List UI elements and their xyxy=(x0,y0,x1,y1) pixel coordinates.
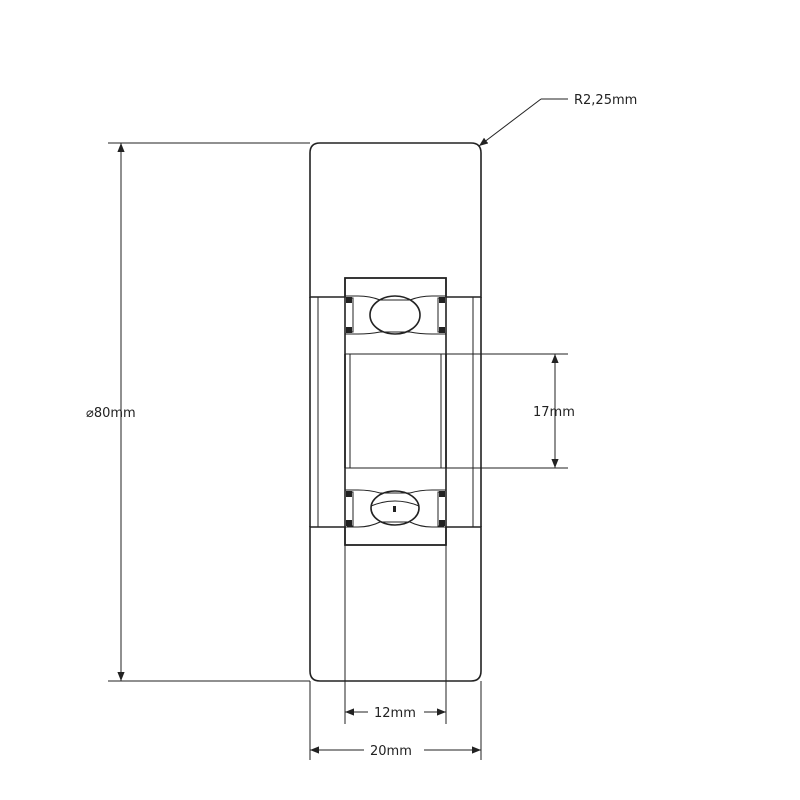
bearing-upper-left-seal xyxy=(347,297,354,333)
inner-width-dimension: 12mm xyxy=(344,545,447,724)
outer-width-label: 20mm xyxy=(370,744,412,759)
diameter-dimension: ⌀80mm xyxy=(86,142,310,682)
diameter-label: ⌀80mm xyxy=(86,406,136,421)
bearing-lower-ball-dot xyxy=(393,506,396,512)
bearing-upper-inner-ring xyxy=(344,331,447,355)
roller-tyre xyxy=(309,142,482,682)
bore-dimension: 17mm xyxy=(446,353,575,469)
radius-dimension: R2,25mm xyxy=(478,93,637,147)
bearing-outline xyxy=(344,277,447,546)
tyre-upper-section xyxy=(309,142,482,298)
tyre-lower-section xyxy=(309,526,482,682)
ball-bearing xyxy=(344,277,447,546)
radius-label: R2,25mm xyxy=(574,93,637,108)
bearing-upper-ball xyxy=(369,295,421,335)
bearing-lower-inner-ring xyxy=(344,467,447,494)
bearing-upper-right-seal xyxy=(437,297,444,333)
bore-label: 17mm xyxy=(533,405,575,420)
bearing-lower-ball xyxy=(370,490,420,526)
inner-width-label: 12mm xyxy=(374,706,416,721)
outer-width-dimension: 20mm xyxy=(309,681,482,760)
